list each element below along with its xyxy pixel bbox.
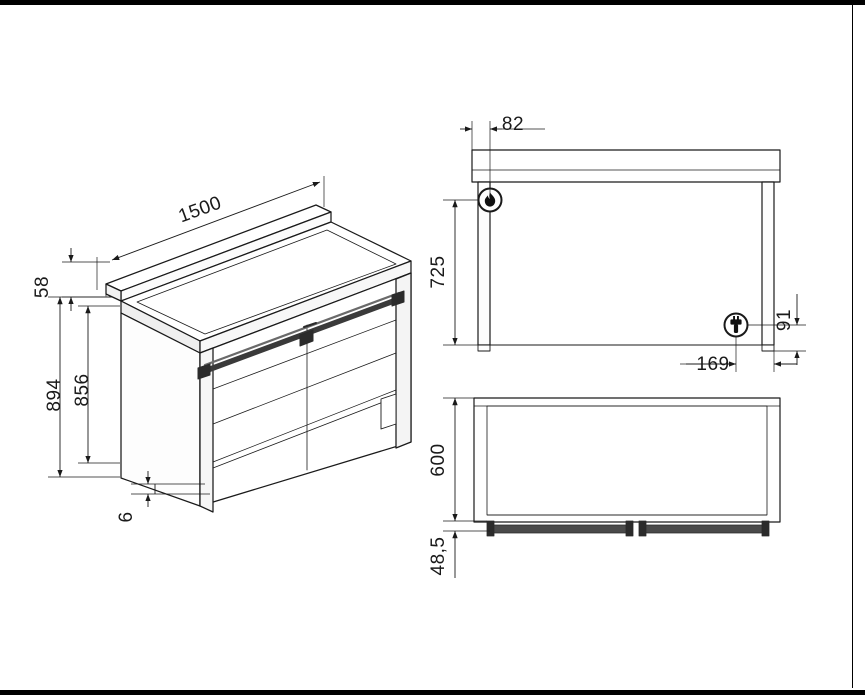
sheet-border-top bbox=[0, 0, 865, 5]
dim-gas-offset-x: 82 bbox=[502, 114, 524, 135]
rear-elevation-dimensions bbox=[443, 121, 806, 372]
dim-width-total: 1500 bbox=[176, 192, 225, 227]
dim-foot-clearance: 6 bbox=[116, 511, 137, 522]
dim-backsplash-height: 58 bbox=[32, 276, 53, 298]
dim-power-offset-x: 169 bbox=[696, 354, 729, 375]
plan-view bbox=[473, 397, 781, 537]
rear-elevation-view bbox=[471, 149, 781, 352]
isometric-view bbox=[105, 204, 412, 513]
sheet-border-bottom bbox=[0, 690, 865, 695]
sheet-border-right bbox=[852, 5, 853, 688]
dim-power-height: 91 bbox=[774, 309, 795, 331]
dim-handle-projection: 48,5 bbox=[428, 537, 449, 576]
isometric-dimensions bbox=[48, 176, 325, 507]
power-connection-icon bbox=[723, 312, 749, 338]
dim-gas-height: 725 bbox=[428, 255, 449, 288]
dim-depth: 600 bbox=[428, 443, 449, 476]
dim-height-total: 894 bbox=[44, 378, 65, 411]
dim-height-worktop: 856 bbox=[72, 373, 93, 406]
plan-dimensions bbox=[443, 397, 490, 578]
